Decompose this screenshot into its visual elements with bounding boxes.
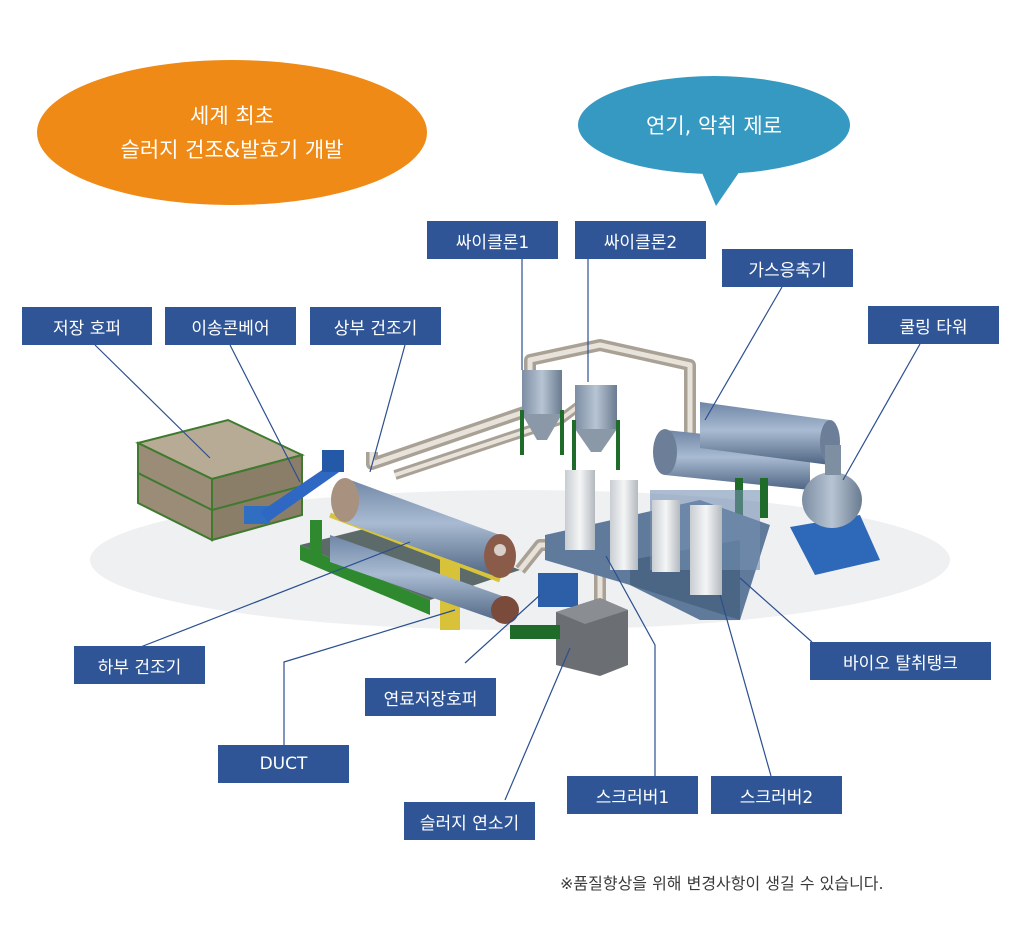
scrubber2-drawing <box>652 500 722 595</box>
scrubber1-drawing <box>565 470 638 570</box>
cyclone1-drawing <box>520 370 564 455</box>
label-upper-dryer: 상부 건조기 <box>310 307 441 345</box>
label-scrubber1: 스크러버1 <box>567 776 698 814</box>
gas-condenser-drawing <box>653 402 840 518</box>
world-first-callout: 세계 최초 슬러지 건조&발효기 개발 <box>37 60 427 205</box>
footnote: ※품질향상을 위해 변경사항이 생길 수 있습니다. <box>560 874 884 893</box>
callout-text: 연기, 악취 제로 <box>646 114 782 138</box>
label-transfer-conveyor: 이송콘베어 <box>165 307 296 345</box>
leader-lines <box>94 255 921 801</box>
label-gas-condenser: 가스응축기 <box>722 249 853 287</box>
fuel-hopper-drawing <box>538 573 578 607</box>
zero-smoke-callout: 연기, 악취 제로 <box>578 76 850 174</box>
upper-dryer-drawing <box>331 478 516 578</box>
label-bio-tank: 바이오 탈취탱크 <box>810 642 991 680</box>
cooling-tower-drawing <box>790 445 880 575</box>
lower-dryer-drawing <box>330 535 519 624</box>
label-scrubber2: 스크러버2 <box>711 776 842 814</box>
transfer-conveyor-drawing <box>260 450 344 522</box>
label-fuel-hopper: 연료저장호퍼 <box>365 678 496 716</box>
label-cyclone1: 싸이클론1 <box>427 221 558 259</box>
label-lower-dryer: 하부 건조기 <box>74 646 205 684</box>
label-duct: DUCT <box>218 745 349 783</box>
label-cooling-tower: 쿨링 타워 <box>868 306 999 344</box>
label-sludge-burner: 슬러지 연소기 <box>404 802 535 840</box>
sludge-burner-drawing <box>510 598 628 676</box>
cyclone2-drawing <box>572 385 620 470</box>
label-cyclone2: 싸이클론2 <box>575 221 706 259</box>
label-storage-hopper: 저장 호퍼 <box>22 307 152 345</box>
bubble-tail <box>700 168 742 206</box>
callout-line2: 슬러지 건조&발효기 개발 <box>120 137 344 162</box>
callout-line1: 세계 최초 <box>190 103 274 128</box>
